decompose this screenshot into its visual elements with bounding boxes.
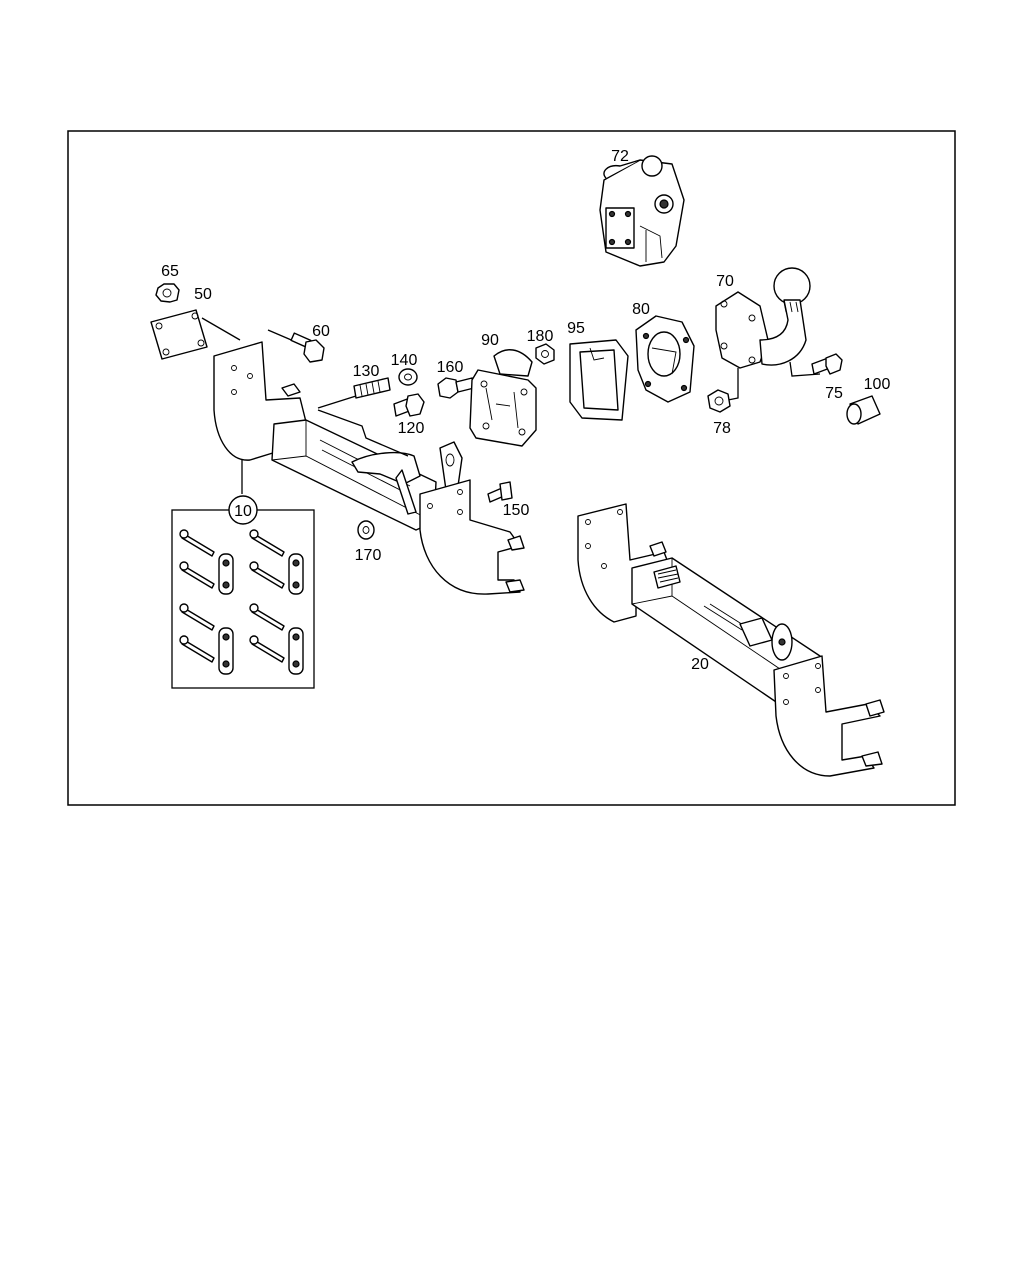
crossmember-assembly-left[interactable] xyxy=(213,341,525,595)
label-60: 60 xyxy=(312,323,330,340)
label-70: 70 xyxy=(716,273,734,290)
part-120-bolt[interactable] xyxy=(393,393,425,417)
label-78: 78 xyxy=(713,420,731,437)
label-75: 75 xyxy=(825,385,843,402)
label-10: 10 xyxy=(234,503,252,520)
part-170-washer[interactable] xyxy=(357,520,375,540)
part-20-crossmember[interactable] xyxy=(577,503,885,777)
diagram-frame xyxy=(67,130,956,806)
label-50: 50 xyxy=(194,286,212,303)
part-90-mounting-plate[interactable] xyxy=(469,349,537,447)
label-170: 170 xyxy=(355,547,382,564)
part-50-plate[interactable] xyxy=(150,309,241,360)
part-60-bolt[interactable] xyxy=(267,329,325,363)
label-120: 120 xyxy=(398,420,425,437)
label-80: 80 xyxy=(632,301,650,318)
label-150: 150 xyxy=(503,502,530,519)
bolt-kit-callout xyxy=(228,495,258,525)
part-78-nut[interactable] xyxy=(707,389,731,413)
part-10-bolt-kit[interactable] xyxy=(171,495,315,689)
part-150-bolt[interactable] xyxy=(487,481,513,503)
part-70-ball-coupling[interactable] xyxy=(715,267,821,401)
label-180: 180 xyxy=(527,328,554,345)
part-130-stud[interactable] xyxy=(353,377,391,399)
label-72: 72 xyxy=(611,148,629,165)
part-72-coupling-head[interactable] xyxy=(599,155,685,267)
label-130: 130 xyxy=(353,363,380,380)
part-65-nut[interactable] xyxy=(155,283,180,303)
label-90: 90 xyxy=(481,332,499,349)
label-65: 65 xyxy=(161,263,179,280)
part-160-bolt[interactable] xyxy=(437,377,475,399)
label-140: 140 xyxy=(391,352,418,369)
label-100: 100 xyxy=(864,376,891,393)
label-20: 20 xyxy=(691,656,709,673)
part-180-nut[interactable] xyxy=(535,343,555,365)
bolt-kit-row-2 xyxy=(179,603,304,675)
label-95: 95 xyxy=(567,320,585,337)
part-100-cap[interactable] xyxy=(846,395,881,425)
part-95-seal-frame[interactable] xyxy=(569,339,629,421)
part-75-bolt[interactable] xyxy=(811,353,843,375)
part-80-housing[interactable] xyxy=(635,315,695,403)
part-140-washer[interactable] xyxy=(398,368,418,386)
bolt-kit-row-1 xyxy=(179,529,304,595)
label-160: 160 xyxy=(437,359,464,376)
